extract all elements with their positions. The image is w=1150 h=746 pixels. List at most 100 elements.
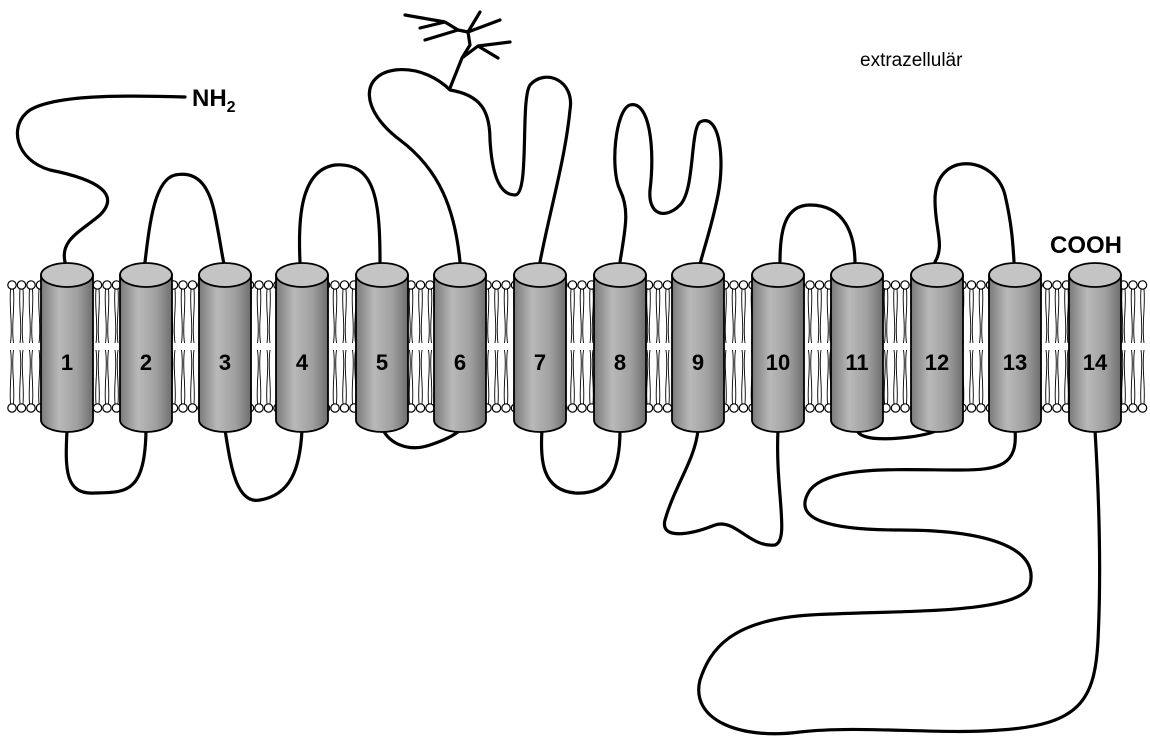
- helix-13: 13: [989, 263, 1041, 432]
- lipid-head: [901, 404, 909, 412]
- lipid-head: [17, 404, 25, 412]
- helix-top: [752, 263, 804, 287]
- lipid-tail: [818, 289, 822, 404]
- lipid-head: [654, 404, 662, 412]
- loop-4-5: [299, 165, 380, 262]
- lipid-head: [967, 281, 975, 289]
- lipid-head: [739, 281, 747, 289]
- lipid-head: [426, 404, 434, 412]
- lipid-head: [179, 281, 187, 289]
- lipid-tail: [1055, 289, 1059, 404]
- loop-7-8: [541, 430, 620, 493]
- helix-14: 14: [1069, 263, 1121, 432]
- lipid-tail: [428, 289, 432, 404]
- lipid-head: [568, 404, 576, 412]
- helix-top: [911, 263, 963, 287]
- lipid-tail: [1046, 289, 1050, 404]
- lipid-head: [1138, 281, 1146, 289]
- lipid-head: [578, 281, 586, 289]
- lipid-head: [977, 404, 985, 412]
- lipid-head: [1129, 281, 1137, 289]
- lipid-tail: [181, 289, 185, 404]
- glycan-icon: [405, 12, 510, 88]
- lipid-tail: [571, 289, 575, 404]
- lipid-head: [179, 404, 187, 412]
- lipid-tail: [894, 289, 898, 404]
- lipid-tail: [409, 289, 413, 404]
- lipid-head: [568, 281, 576, 289]
- lipid-head: [255, 281, 263, 289]
- helix-number: 5: [376, 350, 388, 375]
- loop-12-13: [935, 164, 1014, 262]
- lipid-tail: [656, 289, 660, 404]
- region-label: extrazellulär: [860, 50, 963, 71]
- helix-top: [434, 263, 486, 287]
- helix-top: [356, 263, 408, 287]
- lipid-head: [891, 281, 899, 289]
- lipid-head: [416, 281, 424, 289]
- lipid-head: [977, 281, 985, 289]
- lipid-head: [103, 404, 111, 412]
- helix-10: 10: [752, 263, 804, 432]
- loop-13-14-tail: [699, 430, 1100, 734]
- lipid-tail: [29, 289, 33, 404]
- lipid-head: [416, 404, 424, 412]
- lipid-head: [663, 281, 671, 289]
- lipid-head: [1138, 404, 1146, 412]
- helix-2: 2: [120, 263, 172, 432]
- lipid-head: [27, 281, 35, 289]
- lipid-head: [426, 281, 434, 289]
- helix-number: 3: [219, 350, 231, 375]
- lipid-tail: [105, 289, 109, 404]
- lipid-tail: [1122, 289, 1126, 404]
- lipid-head: [901, 281, 909, 289]
- lipid-tail: [1141, 289, 1145, 404]
- helix-12: 12: [911, 263, 963, 432]
- helix-9: 9: [672, 263, 724, 432]
- lipid-head: [891, 404, 899, 412]
- lipid-tail: [979, 289, 983, 404]
- lipid-tail: [884, 289, 888, 404]
- lipid-head: [264, 404, 272, 412]
- lipid-head: [654, 281, 662, 289]
- lipid-tail: [10, 289, 14, 404]
- helix-top: [1069, 263, 1121, 287]
- lipid-tail: [732, 289, 736, 404]
- lipid-head: [27, 404, 35, 412]
- helix-number: 13: [1003, 350, 1027, 375]
- lipid-head: [815, 404, 823, 412]
- helix-top: [41, 263, 93, 287]
- lipid-head: [1043, 281, 1051, 289]
- lipid-head: [340, 281, 348, 289]
- helix-number: 14: [1083, 350, 1108, 375]
- lipid-tail: [115, 289, 119, 404]
- lipid-head: [8, 281, 16, 289]
- helix-number: 7: [534, 350, 546, 375]
- lipid-head: [340, 404, 348, 412]
- helix-4: 4: [276, 263, 328, 432]
- lipid-tail: [333, 289, 337, 404]
- lipid-head: [730, 404, 738, 412]
- lipid-tail: [742, 289, 746, 404]
- lipid-tail: [647, 289, 651, 404]
- lipid-head: [806, 281, 814, 289]
- helix-1: 1: [41, 263, 93, 432]
- lipid-tail: [504, 289, 508, 404]
- n-terminus-label: NH2: [192, 85, 236, 116]
- lipid-head: [17, 281, 25, 289]
- lipid-head: [331, 404, 339, 412]
- c-terminus-label: COOH: [1050, 232, 1122, 259]
- lipid-tail: [590, 289, 594, 404]
- helix-number: 8: [614, 350, 626, 375]
- lipid-head: [815, 281, 823, 289]
- lipid-tail: [666, 289, 670, 404]
- helix-number: 12: [925, 350, 949, 375]
- lipid-head: [8, 404, 16, 412]
- lipid-head: [264, 281, 272, 289]
- lipid-tail: [970, 289, 974, 404]
- lipid-head: [1129, 404, 1137, 412]
- lipid-head: [255, 404, 263, 412]
- loop-3-4: [225, 430, 302, 500]
- lipid-head: [93, 281, 101, 289]
